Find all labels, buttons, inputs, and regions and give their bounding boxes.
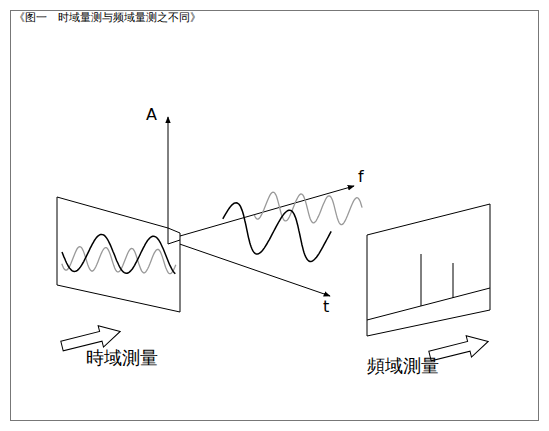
spectrum-line [421, 254, 422, 306]
frequency-domain-panel [367, 204, 490, 336]
axis-label: A [146, 106, 157, 124]
axis-label: t [323, 298, 329, 316]
frame-border [11, 11, 539, 421]
freq-wave-black [223, 203, 331, 262]
axis-label: f [358, 168, 364, 186]
spectrum-line [453, 263, 454, 298]
amplitude-axis [168, 117, 169, 240]
freq-wave-grey [254, 192, 362, 224]
frequency-axis [180, 186, 354, 236]
time-domain-panel [57, 197, 180, 312]
figure-title: 《图一 时域量测与频域量测之不同》 [14, 12, 201, 24]
time-axis [168, 240, 330, 296]
panel-label: 頻域測量 [367, 356, 439, 376]
panel-notch [168, 228, 180, 244]
spectrum-baseline [367, 288, 490, 320]
time-wave-black [62, 234, 175, 273]
panel-label: 時域測量 [86, 348, 158, 368]
